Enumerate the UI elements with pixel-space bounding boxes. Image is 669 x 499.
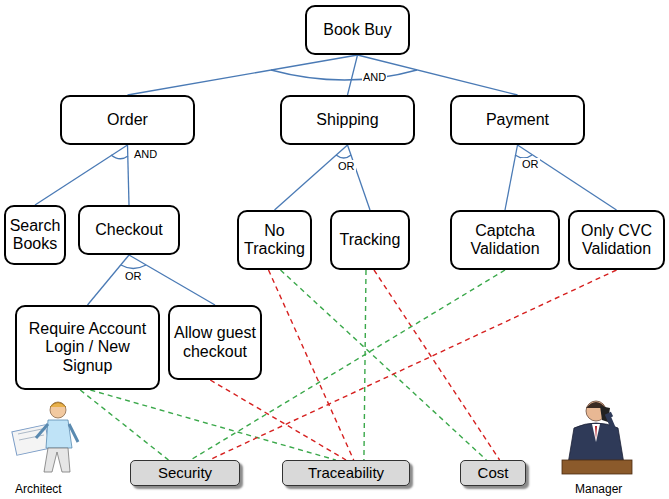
contribution-link: [269, 270, 354, 460]
contribution-link: [209, 270, 616, 460]
architect-figure: [12, 402, 78, 472]
decomposition-link: [505, 145, 518, 210]
node-text: Cost: [478, 464, 509, 481]
contribution-link: [281, 270, 487, 460]
decomposition-label: OR: [521, 158, 540, 170]
manager-figure: [562, 401, 632, 474]
or-arc: [121, 265, 146, 269]
decomposition-link: [518, 145, 617, 210]
node-text: Allow guest checkout: [173, 324, 257, 361]
node-text: Require Account Login / New Signup: [20, 320, 155, 375]
node-text: Security: [158, 464, 212, 481]
quality-attribute-box: Security: [130, 460, 240, 486]
contribution-link: [210, 380, 346, 460]
contribution-link: [374, 270, 500, 460]
goal-box: Payment: [450, 95, 585, 145]
node-text: Checkout: [95, 221, 163, 239]
node-text: Payment: [486, 111, 549, 129]
node-text: Book Buy: [323, 21, 391, 39]
decomposition-link: [128, 55, 358, 95]
node-text: Captcha Validation: [455, 222, 555, 259]
node-text: Order: [107, 111, 148, 129]
contribution-link: [90, 390, 335, 460]
goal-box: Order: [60, 95, 195, 145]
decomposition-label: OR: [337, 160, 356, 172]
contribution-link: [80, 390, 168, 460]
decomposition-label: AND: [362, 71, 387, 83]
node-text: Shipping: [316, 111, 378, 129]
goal-box: Checkout: [78, 205, 180, 255]
goal-box: Tracking: [330, 210, 410, 270]
goal-box: Require Account Login / New Signup: [15, 305, 160, 390]
decomposition-link: [35, 145, 128, 205]
node-text: Traceability: [308, 464, 384, 481]
node-text: Search Books: [9, 217, 61, 254]
quality-attribute-box: Traceability: [282, 460, 410, 486]
decomposition-link: [358, 55, 518, 95]
role-label: Architect: [14, 483, 63, 496]
decomposition-label: AND: [133, 148, 158, 160]
node-text: No Tracking: [242, 222, 307, 259]
and-arc: [271, 70, 417, 80]
decomposition-link: [128, 145, 130, 205]
decomposition-link: [88, 255, 130, 305]
goal-box: Allow guest checkout: [168, 305, 262, 380]
goal-box: No Tracking: [237, 210, 312, 270]
contribution-link: [364, 270, 366, 460]
goal-box: Search Books: [4, 205, 66, 265]
node-text: Only CVC Validation: [573, 222, 660, 259]
decomposition-label: OR: [124, 270, 143, 282]
decomposition-link: [275, 145, 348, 210]
role-label: Manager: [574, 483, 623, 496]
quality-attribute-box: Cost: [460, 460, 526, 486]
decomposition-link: [348, 55, 358, 95]
node-text: Tracking: [340, 231, 401, 249]
decomposition-link: [348, 145, 371, 210]
or-arc: [336, 155, 351, 158]
goal-box: Only CVC Validation: [568, 210, 665, 270]
and-arc: [111, 155, 128, 159]
goal-box: Book Buy: [305, 5, 410, 55]
goal-box: Captcha Validation: [450, 210, 560, 270]
goal-box: Shipping: [280, 95, 415, 145]
